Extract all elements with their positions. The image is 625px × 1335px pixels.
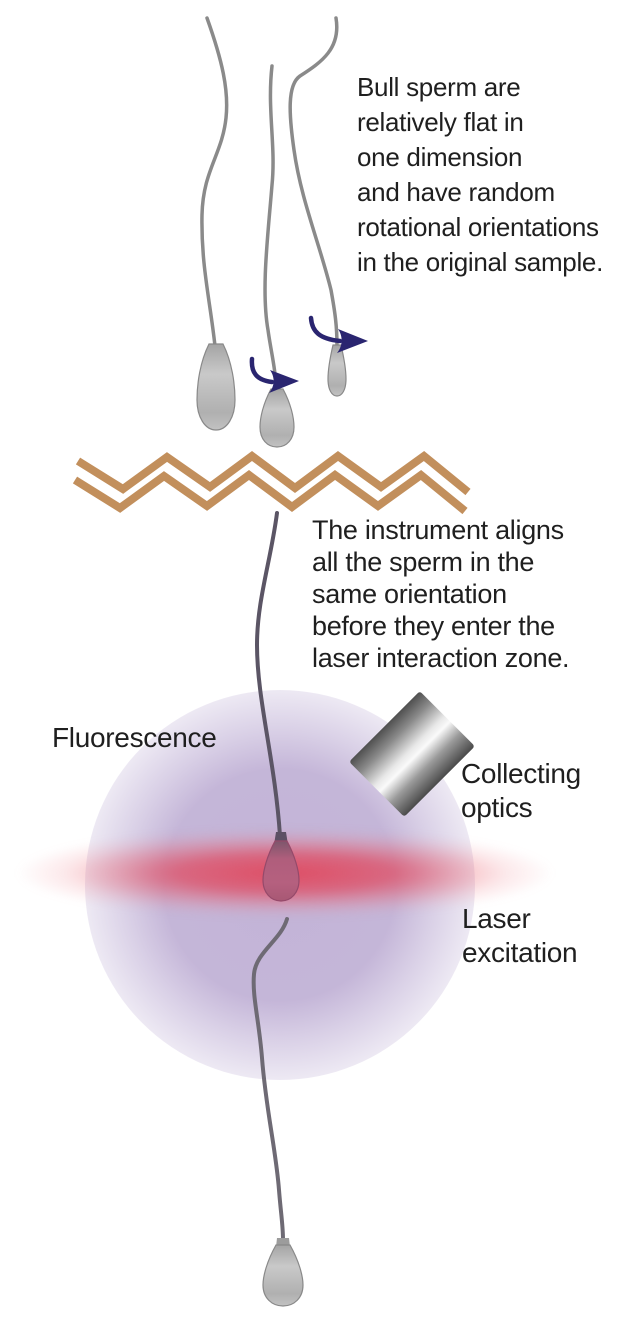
zigzag-aligner [72, 450, 471, 515]
rotation-arrow-head [337, 329, 368, 353]
sperm-aligned [254, 511, 300, 902]
rotation-arrow-middle [249, 356, 299, 393]
sperm-exiting [251, 917, 304, 1307]
sperm-random-right [288, 16, 347, 397]
caption-random-orientation: Bull sperm are relatively flat in one di… [357, 72, 604, 277]
rotation-arrow-right [308, 315, 368, 353]
optics-body [350, 692, 474, 816]
zigzag-line-top [75, 450, 471, 496]
sperm-tail [200, 16, 229, 348]
rotation-arrow-curve [308, 315, 343, 344]
laser-excitation-label: Laser excitation [462, 903, 578, 968]
caption-instrument-aligns: The instrument aligns all the sperm in t… [312, 515, 570, 673]
collecting-optics-label: Collecting optics [461, 758, 581, 823]
sperm-head-excited [262, 840, 300, 902]
sperm-random-middle [259, 64, 295, 448]
sperm-head [196, 343, 236, 431]
sperm-random-left [196, 16, 236, 431]
sperm-tail [288, 16, 339, 348]
zigzag-line-bottom [72, 469, 468, 515]
rotation-arrow-curve [249, 356, 275, 385]
sperm-tail [263, 64, 278, 393]
fluorescence-label: Fluorescence [52, 722, 217, 753]
collecting-optics-cylinder [350, 692, 474, 816]
sperm-head [259, 388, 295, 448]
sperm-tail [251, 917, 289, 1242]
rotation-arrow-head [269, 370, 299, 393]
sperm-head [262, 1244, 304, 1307]
sperm-tail [254, 511, 282, 838]
sperm-head [327, 344, 347, 397]
